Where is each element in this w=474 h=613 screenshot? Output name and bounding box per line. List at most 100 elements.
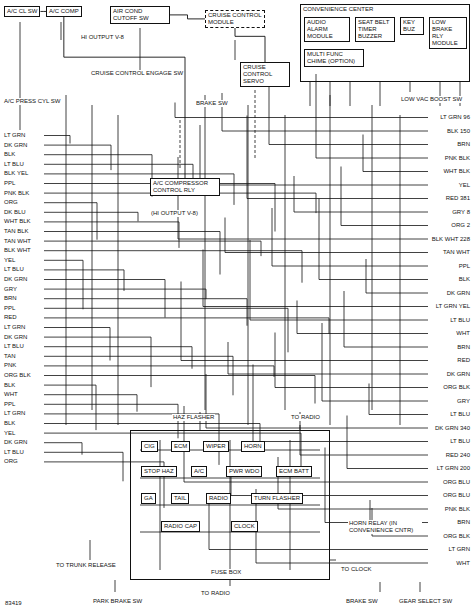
wire	[316, 74, 428, 158]
wire	[209, 499, 428, 550]
wire-color-label: GRY 8	[451, 209, 471, 216]
component-name: TAIL	[174, 495, 186, 502]
component-name: ECM	[174, 443, 187, 450]
wire-color-label: RED	[3, 314, 18, 321]
fuse-box-cell: SEAT BELT TIMER BUZZER	[355, 17, 395, 42]
wire-color-label: PNK	[3, 362, 17, 369]
wire	[366, 259, 428, 293]
wire-color-label: PPL	[3, 305, 16, 312]
fixed-wires	[20, 22, 460, 592]
fuse-box-cell: STOP HAZ	[141, 466, 177, 477]
wire-color-label: PPL	[3, 180, 16, 187]
component-name: ECM BATT	[279, 468, 309, 475]
wire-color-label: DK GRN	[446, 290, 471, 297]
wire-grid	[44, 74, 428, 563]
component-name: CLOCK	[234, 523, 255, 530]
wire-color-label: BLK WHT 228	[431, 236, 471, 243]
part-label: (HI OUTPUT V-8)	[150, 210, 199, 217]
wire-color-label: BLK	[458, 276, 471, 283]
bus-wire	[372, 105, 373, 410]
wire-color-label: BRN	[456, 141, 471, 148]
wire	[297, 301, 428, 334]
wire	[44, 241, 261, 256]
part-label: PARK BRAKE SW	[92, 598, 143, 605]
wire	[44, 174, 234, 205]
wire-color-label: GRY	[456, 398, 471, 405]
part-label: HORN RELAY (IN CONVENIENCE CNTR)	[348, 520, 422, 534]
wire-color-label: BLK WHT	[3, 247, 32, 254]
wire-color-label: YEL	[3, 257, 16, 264]
part-label: LOW VAC BOOST SW	[400, 96, 463, 103]
wire-color-label: TAN	[3, 353, 17, 360]
component-housing: CONVENIENCE CENTER AUDIO ALARM MODULE SEAT…	[300, 4, 470, 82]
component-name: A/C	[194, 468, 204, 475]
wire	[44, 155, 152, 197]
wire-color-label: BRN	[456, 344, 471, 351]
wire	[44, 145, 111, 170]
fuse-box-cell: CIG	[141, 441, 158, 452]
part-label: GEAR SELECT SW	[398, 598, 453, 605]
wire-color-label: LT BLU	[3, 449, 25, 456]
wire-color-label: GRY	[3, 286, 18, 293]
bus-wire	[248, 105, 249, 425]
wire	[225, 218, 428, 253]
wire	[344, 291, 428, 347]
wire-color-label: BLK	[3, 382, 16, 389]
wire-color-label: DK BLU	[3, 209, 27, 216]
wire	[44, 289, 206, 299]
wire-color-label: TAN WHT	[3, 238, 32, 245]
wire-color-label: LT BLU	[3, 343, 25, 350]
wire-color-label: ORG	[3, 458, 19, 465]
fuse-box-cell: HORN	[241, 441, 265, 452]
wire	[322, 323, 428, 401]
wire	[178, 157, 428, 239]
wire	[44, 136, 70, 144]
connector-wire	[64, 17, 185, 178]
component-box: A/C COMP	[46, 6, 82, 17]
wire	[44, 212, 138, 221]
component-box: A/C COMPRESSOR CONTROL RLY	[150, 178, 220, 196]
wire-color-label: DK GRN 340	[434, 425, 471, 432]
connector-wire	[235, 28, 265, 62]
fuse-box-cell: A/C	[191, 466, 207, 477]
wire-color-label: LT GRN	[3, 410, 26, 417]
component-name: AUDIO ALARM MODULE	[307, 19, 347, 40]
wire-color-label: PPL	[458, 263, 471, 270]
wire-color-label: LT GRN 200	[436, 465, 471, 472]
wire-color-label: DK GRN	[3, 276, 28, 283]
wire-color-label: ORG BLU	[442, 492, 471, 499]
component-name: KEY BUZ	[403, 19, 421, 33]
component-name: CONVENIENCE CENTER	[303, 6, 373, 13]
wire	[44, 222, 179, 248]
component-name: GA	[144, 495, 153, 502]
bus-wire	[400, 115, 401, 425]
wire-color-label: PPL	[3, 401, 16, 408]
fuse-box-cell: AUDIO ALARM MODULE	[304, 17, 350, 42]
fuse-box-cell: GA	[141, 493, 156, 504]
wire-color-label: LT GRN	[448, 546, 471, 553]
fuse-box-cell: MULTI FUNC CHIME (OPTION)	[304, 49, 364, 67]
wire-color-label: LT BLU	[449, 438, 471, 445]
wire-color-label: PNK BLK	[444, 155, 471, 162]
wire	[44, 328, 110, 361]
wire-color-label: PNK BLK	[444, 506, 471, 513]
bus-wire	[205, 95, 206, 410]
wire-color-label: PNK BLK	[3, 190, 30, 197]
wire-color-label: BLK	[3, 420, 16, 427]
fuse-box-cell: ECM	[171, 441, 190, 452]
fuse-box-cell: ECM BATT	[276, 466, 312, 477]
component-name: HORN	[244, 443, 262, 450]
fuse-box-cell: TURN FLASHER	[251, 493, 303, 504]
wire-color-label: DK GRN	[3, 334, 28, 341]
wire-color-label: ORG BLK	[442, 384, 471, 391]
component-name: AIR COND CUTOFF SW	[113, 8, 167, 22]
wire	[269, 84, 428, 145]
component-name: A/C CL SW	[7, 8, 37, 15]
wire-color-label: TAN BLK	[3, 228, 30, 235]
wire-color-label: LT GRN 96	[439, 114, 471, 121]
part-label: A/C PRESS CYL SW	[3, 98, 61, 105]
connector-wire	[170, 15, 205, 19]
wire	[44, 376, 315, 404]
part-label: BRAKE SW	[195, 100, 229, 107]
